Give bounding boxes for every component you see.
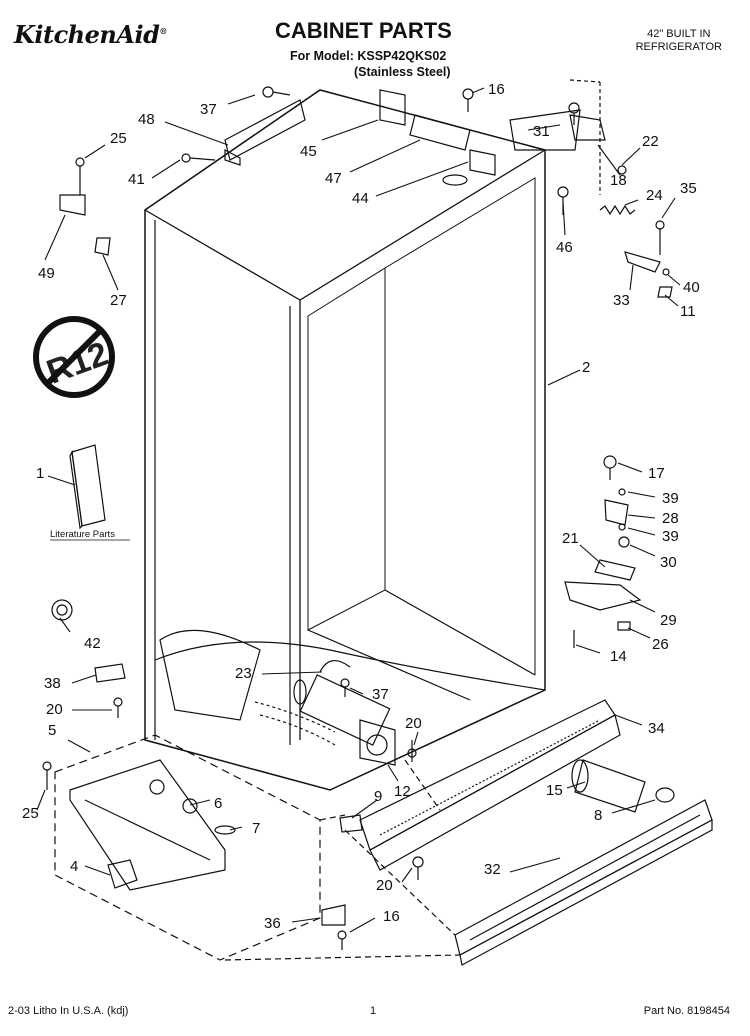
callout-2: 2	[582, 359, 590, 376]
callout-37-b: 37	[372, 686, 389, 703]
callout-29: 29	[660, 612, 677, 629]
callout-46: 46	[556, 239, 573, 256]
page-title: CABINET PARTS	[275, 18, 452, 43]
callout-8: 8	[594, 807, 602, 824]
callout-35: 35	[680, 180, 697, 197]
callout-16: 16	[488, 81, 505, 98]
callout-39-b: 39	[662, 528, 679, 545]
callout-30: 30	[660, 554, 677, 571]
callout-17: 17	[648, 465, 665, 482]
callout-14: 14	[610, 648, 627, 665]
callout-22: 22	[642, 133, 659, 150]
callout-6: 6	[214, 795, 222, 812]
callout-38: 38	[44, 675, 61, 692]
callout-33: 33	[613, 292, 630, 309]
cabinet-body	[144, 89, 546, 791]
callout-47: 47	[325, 170, 342, 187]
toe-kick-panel	[454, 799, 713, 966]
water-filter	[571, 759, 675, 813]
callout-25-b: 25	[22, 805, 39, 822]
callout-7: 7	[252, 820, 260, 837]
literature-booklet-icon	[69, 444, 106, 530]
dashed-leaders	[224, 759, 461, 961]
callout-4: 4	[70, 858, 78, 875]
callout-11: 11	[680, 303, 696, 320]
callout-1: 1	[36, 465, 44, 482]
callout-15: 15	[546, 782, 563, 799]
callout-37: 37	[200, 101, 217, 118]
literature-label: Literature Parts	[50, 529, 115, 540]
callout-49: 49	[38, 265, 55, 282]
model-info: For Model: KSSP42QKS02 (Stainless Steel)	[290, 48, 451, 80]
callout-25: 25	[110, 130, 127, 147]
top-brackets	[224, 79, 606, 195]
footer-part-number: Part No. 8198454	[643, 1005, 730, 1017]
callout-40: 40	[683, 279, 700, 296]
callout-48: 48	[138, 111, 155, 128]
callout-20-b: 20	[405, 715, 422, 732]
callout-28: 28	[662, 510, 679, 527]
callout-44: 44	[352, 190, 369, 207]
callout-36: 36	[264, 915, 281, 932]
model-number: For Model: KSSP42QKS02	[290, 49, 447, 63]
callout-41: 41	[128, 171, 145, 188]
callout-5: 5	[48, 722, 56, 739]
footer-page-number: 1	[370, 1005, 377, 1017]
brand-logo: KitchenAid®	[14, 20, 167, 49]
callout-31: 31	[533, 123, 550, 140]
callout-21: 21	[562, 530, 579, 547]
callout-20: 20	[46, 701, 63, 718]
callout-labels: 37 48 45 16 31 22 25 41 47 44 18 24 35 4…	[22, 81, 700, 932]
callout-18: 18	[610, 172, 627, 189]
water-valve-assembly	[254, 674, 396, 766]
no-r12-icon: R12	[33, 316, 115, 398]
footer-litho: 2-03 Litho In U.S.A. (kdj)	[8, 1005, 129, 1017]
callout-23: 23	[235, 665, 252, 682]
product-type: 42" BUILT IN REFRIGERATOR	[635, 28, 722, 53]
callout-arrows	[36, 87, 681, 933]
hardware-parts	[42, 86, 673, 950]
callout-9: 9	[374, 788, 382, 805]
callout-42: 42	[84, 635, 101, 652]
callout-32: 32	[484, 861, 501, 878]
callout-20-c: 20	[376, 877, 393, 894]
callout-27: 27	[110, 292, 127, 309]
callout-24: 24	[646, 187, 663, 204]
model-variant: (Stainless Steel)	[354, 65, 451, 79]
callout-45: 45	[300, 143, 317, 160]
callout-16-b: 16	[383, 908, 400, 925]
callout-34: 34	[648, 720, 665, 737]
callout-39: 39	[662, 490, 679, 507]
callout-12: 12	[394, 783, 411, 800]
callout-26: 26	[652, 636, 669, 653]
